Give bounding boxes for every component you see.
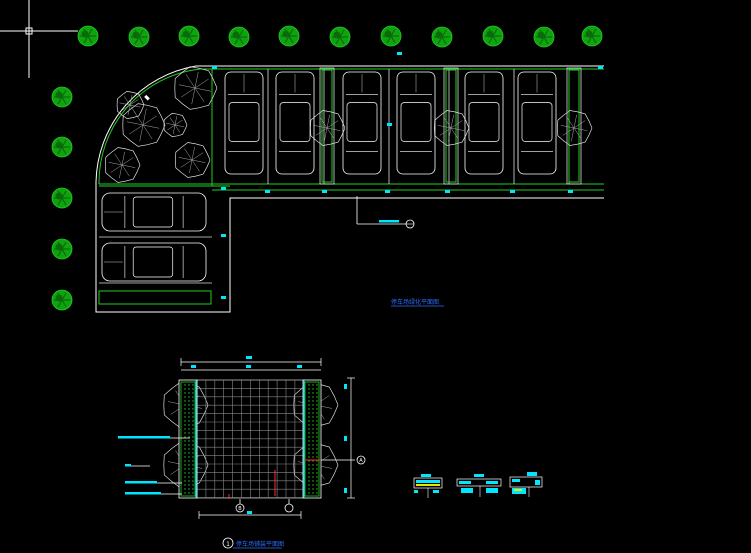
grid-mark-a: A bbox=[359, 458, 363, 464]
detail-title: 停车场铺装平面图 bbox=[236, 540, 284, 548]
car-row-top bbox=[224, 71, 557, 175]
section-detail-3 bbox=[509, 472, 543, 497]
section-details bbox=[413, 472, 543, 498]
shrub-symbol-icon bbox=[434, 110, 470, 146]
tree-symbol-icon bbox=[533, 26, 555, 48]
callout-leader bbox=[356, 196, 415, 229]
parking-outline bbox=[95, 65, 604, 313]
tree-row-left bbox=[51, 86, 73, 311]
tree-symbol-icon bbox=[482, 25, 504, 47]
detail-planters bbox=[178, 379, 322, 499]
section-detail-2 bbox=[456, 474, 502, 497]
parking-plan[interactable]: 停车场绿化平面图 bbox=[51, 25, 604, 313]
detail-mark-number: 1 bbox=[226, 541, 230, 548]
shrub-symbol-icon bbox=[116, 91, 145, 119]
car-symbol-icon bbox=[224, 71, 264, 175]
shrub-symbol-icon bbox=[163, 112, 188, 138]
car-symbol-icon bbox=[275, 71, 315, 175]
tree-symbol-icon bbox=[51, 187, 73, 209]
shrub-symbol-icon bbox=[175, 142, 211, 178]
car-symbol-icon bbox=[396, 71, 436, 175]
tree-symbol-icon bbox=[178, 25, 200, 47]
planter-fill-pattern bbox=[184, 384, 318, 494]
tree-symbol-icon bbox=[51, 289, 73, 311]
detail-leaders bbox=[118, 436, 190, 495]
car-symbol-icon bbox=[101, 242, 207, 282]
grid-axis-bubbles bbox=[235, 455, 366, 513]
grid-mark-b: B bbox=[238, 506, 242, 512]
detail-title-marker bbox=[222, 537, 282, 549]
tree-symbol-icon bbox=[77, 25, 99, 47]
car-symbol-icon bbox=[517, 71, 557, 175]
tree-symbol-icon bbox=[380, 25, 402, 47]
tree-symbol-icon bbox=[581, 25, 603, 47]
parking-bays bbox=[99, 67, 593, 284]
tree-symbol-icon bbox=[329, 26, 351, 48]
detail-dimension-lines bbox=[180, 358, 355, 519]
tree-symbol-icon bbox=[228, 26, 250, 48]
section-marker-icon bbox=[405, 219, 415, 229]
tree-symbol-icon bbox=[431, 26, 453, 48]
car-symbol-icon bbox=[464, 71, 504, 175]
section-detail-1 bbox=[413, 474, 443, 498]
tree-symbol-icon bbox=[278, 25, 300, 47]
plan-title: 停车场绿化平面图 bbox=[391, 298, 439, 306]
corner-shrubs bbox=[105, 66, 218, 183]
car-symbol-icon bbox=[101, 192, 207, 232]
shrub-symbol-icon bbox=[174, 66, 218, 110]
tree-symbol-icon bbox=[51, 86, 73, 108]
shrub-symbol-icon bbox=[105, 147, 141, 183]
car-symbol-icon bbox=[342, 71, 382, 175]
dimension-markers bbox=[144, 52, 603, 299]
detail-dimension-ticks bbox=[191, 356, 347, 514]
red-markers bbox=[228, 459, 320, 499]
paving-detail[interactable]: A B 1 停车场铺装平面图 bbox=[118, 356, 366, 549]
tree-symbol-icon bbox=[128, 26, 150, 48]
car-row-left bbox=[101, 192, 207, 282]
shrub-symbol-icon bbox=[310, 110, 346, 146]
tree-row-top bbox=[77, 25, 603, 48]
tree-symbol-icon bbox=[51, 238, 73, 260]
paving-grid bbox=[196, 379, 305, 499]
shrub-symbol-icon bbox=[122, 103, 166, 147]
shrub-symbol-icon bbox=[557, 110, 593, 146]
tree-symbol-icon bbox=[51, 136, 73, 158]
crosshair-cursor-icon bbox=[0, 0, 78, 78]
